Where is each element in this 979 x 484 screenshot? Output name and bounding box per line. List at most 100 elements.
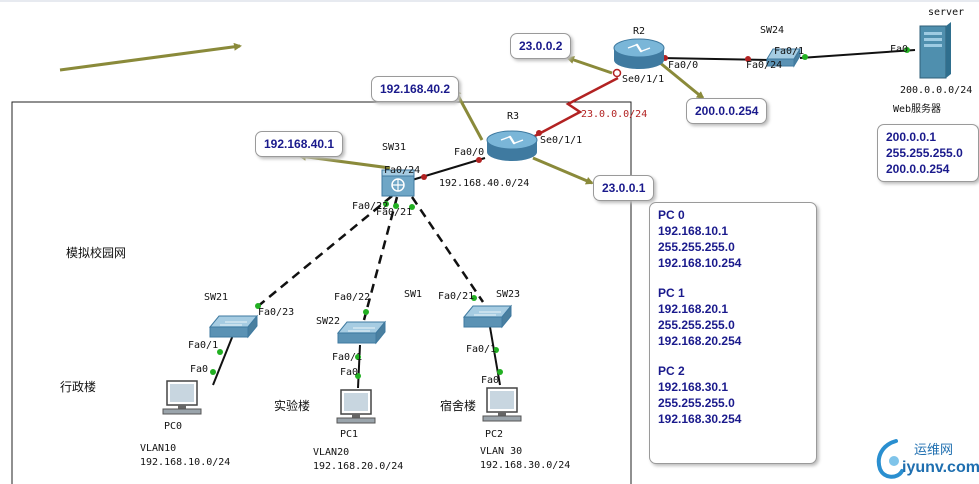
port-sw22-fa22: Fa0/22 <box>334 292 371 303</box>
port-pc1-fa: Fa0 <box>340 367 359 378</box>
router-r2-icon <box>613 38 665 69</box>
pc1-info-mask: 255.255.255.0 <box>658 318 735 332</box>
vlan10-net-label: 192.168.10.0/24 <box>140 457 231 468</box>
web-server-label: Web服务器 <box>893 104 942 115</box>
network-200-label: 200.0.0.0/24 <box>900 85 973 96</box>
server-mask: 255.255.255.0 <box>886 146 963 160</box>
port-sw23-fa1: Fa0/1 <box>466 344 497 355</box>
router-r3-icon <box>486 130 538 161</box>
link-r2-sw24 <box>660 57 771 61</box>
switch-sw23-icon <box>462 304 513 329</box>
vlan20-net-label: 192.168.20.0/24 <box>313 461 404 472</box>
router-r3-label: R3 <box>507 111 520 122</box>
switch-sw24-label: SW24 <box>760 25 785 36</box>
switch-sw22-icon <box>336 320 387 345</box>
area-admin-label: 行政楼 <box>60 380 97 394</box>
pc1-info-gw: 192.168.20.254 <box>658 334 742 348</box>
area-dorm-label: 宿舍楼 <box>440 399 477 413</box>
multilayer-switch-sw31-icon <box>381 169 415 197</box>
pc1-icon <box>336 389 376 424</box>
arrow-free <box>59 42 242 72</box>
port-r2-se: Se0/1/1 <box>622 74 665 85</box>
switch-sw1-label: SW1 <box>404 289 423 300</box>
pc2-info-gw: 192.168.30.254 <box>658 412 742 426</box>
link-dots <box>210 47 910 379</box>
switch-sw23-label: SW23 <box>496 289 521 300</box>
serial-link <box>532 76 619 139</box>
port-sw24-fa1: Fa0/1 <box>774 46 805 57</box>
network-lan40-label: 192.168.40.0/24 <box>439 178 530 189</box>
switch-sw22-label: SW22 <box>316 316 341 327</box>
link-sw31-sw22 <box>362 196 399 321</box>
arrow-r3-se <box>532 156 594 185</box>
port-sw31-fa24: Fa0/24 <box>384 165 421 176</box>
watermark: 运维网 iyunv.com <box>872 437 979 481</box>
vlan10-label: VLAN10 <box>140 443 177 454</box>
port-sw21-fa23: Fa0/23 <box>258 307 295 318</box>
callout-r3-se: 23.0.0.1 <box>593 175 655 201</box>
server-label: server <box>928 7 965 18</box>
switch-sw24-icon <box>766 47 801 68</box>
pc2-info-name: PC 2 <box>658 364 685 378</box>
arrow-r2-fa <box>658 60 705 100</box>
callout-r3-fa: 192.168.40.2 <box>371 76 460 102</box>
campus-area-frame <box>11 101 632 484</box>
area-lab-label: 实验楼 <box>274 399 311 413</box>
vlan30-net-label: 192.168.30.0/24 <box>480 460 571 471</box>
server-icon <box>919 22 951 79</box>
vlan20-label: VLAN20 <box>313 447 350 458</box>
watermark-cn-text: 运维网 <box>914 443 954 458</box>
server-ip: 200.0.0.1 <box>886 130 937 144</box>
switch-sw21-label: SW21 <box>204 292 229 303</box>
pc2-label: PC2 <box>485 429 504 440</box>
port-sw31-fa22: Fa0/22 <box>352 201 389 212</box>
pc1-info-name: PC 1 <box>658 286 685 300</box>
server-info-box: 200.0.0.1 255.255.255.0 200.0.0.254 <box>877 124 979 182</box>
port-r2-fa: Fa0/0 <box>668 60 699 71</box>
port-server-fa: Fa0 <box>890 44 909 55</box>
pc0-info-mask: 255.255.255.0 <box>658 240 735 254</box>
link-sw24-server <box>799 49 916 59</box>
server-gateway: 200.0.0.254 <box>886 162 950 176</box>
link-sw31-sw23 <box>410 196 485 303</box>
area-campus-label: 模拟校园网 <box>66 246 127 260</box>
link-sw23-pc2 <box>489 326 501 386</box>
callout-sw31: 192.168.40.1 <box>255 131 344 157</box>
switch-sw21-icon <box>208 314 259 339</box>
watermark-logo-icon <box>876 439 904 479</box>
pc0-info-ip: 192.168.10.1 <box>658 224 729 238</box>
port-sw21-fa1: Fa0/1 <box>188 340 219 351</box>
port-sw24-fa24: Fa0/24 <box>746 60 783 71</box>
arrow-r3-fa <box>453 88 484 141</box>
pc0-icon <box>162 380 202 415</box>
pc-info-box: PC 0 192.168.10.1 255.255.255.0 192.168.… <box>649 202 817 464</box>
arrow-r2-se <box>566 56 613 75</box>
pc2-info-mask: 255.255.255.0 <box>658 396 735 410</box>
callout-r2-fa: 200.0.0.254 <box>686 98 768 124</box>
port-r3-fa: Fa0/0 <box>454 147 485 158</box>
port-sw31-fa21: Fa0/21 <box>376 207 413 218</box>
annotation-arrows <box>59 42 705 185</box>
watermark-en-text: iyunv.com <box>902 459 979 476</box>
vlan30-label: VLAN 30 <box>480 446 523 457</box>
network-serial-label: 23.0.0.0/24 <box>581 109 648 120</box>
pc0-info-name: PC 0 <box>658 208 685 222</box>
callout-r2-se: 23.0.0.2 <box>510 33 572 59</box>
port-sw23-fa21: Fa0/21 <box>438 291 475 302</box>
link-sw22-pc1 <box>357 344 361 389</box>
pc0-info-gw: 192.168.10.254 <box>658 256 742 270</box>
pc2-icon <box>482 387 522 422</box>
pc1-info-ip: 192.168.20.1 <box>658 302 729 316</box>
port-pc0-fa: Fa0 <box>190 364 209 375</box>
arrow-sw31 <box>298 152 391 170</box>
pc0-label: PC0 <box>164 421 183 432</box>
port-sw22-fa1: Fa0/1 <box>332 352 363 363</box>
port-r3-se: Se0/1/1 <box>540 135 583 146</box>
pc2-info-ip: 192.168.30.1 <box>658 380 729 394</box>
switch-sw31-label: SW31 <box>382 142 407 153</box>
clock-dot <box>612 68 622 78</box>
link-sw21-pc0 <box>212 334 234 386</box>
router-r2-label: R2 <box>633 26 646 37</box>
pc1-label: PC1 <box>340 429 359 440</box>
